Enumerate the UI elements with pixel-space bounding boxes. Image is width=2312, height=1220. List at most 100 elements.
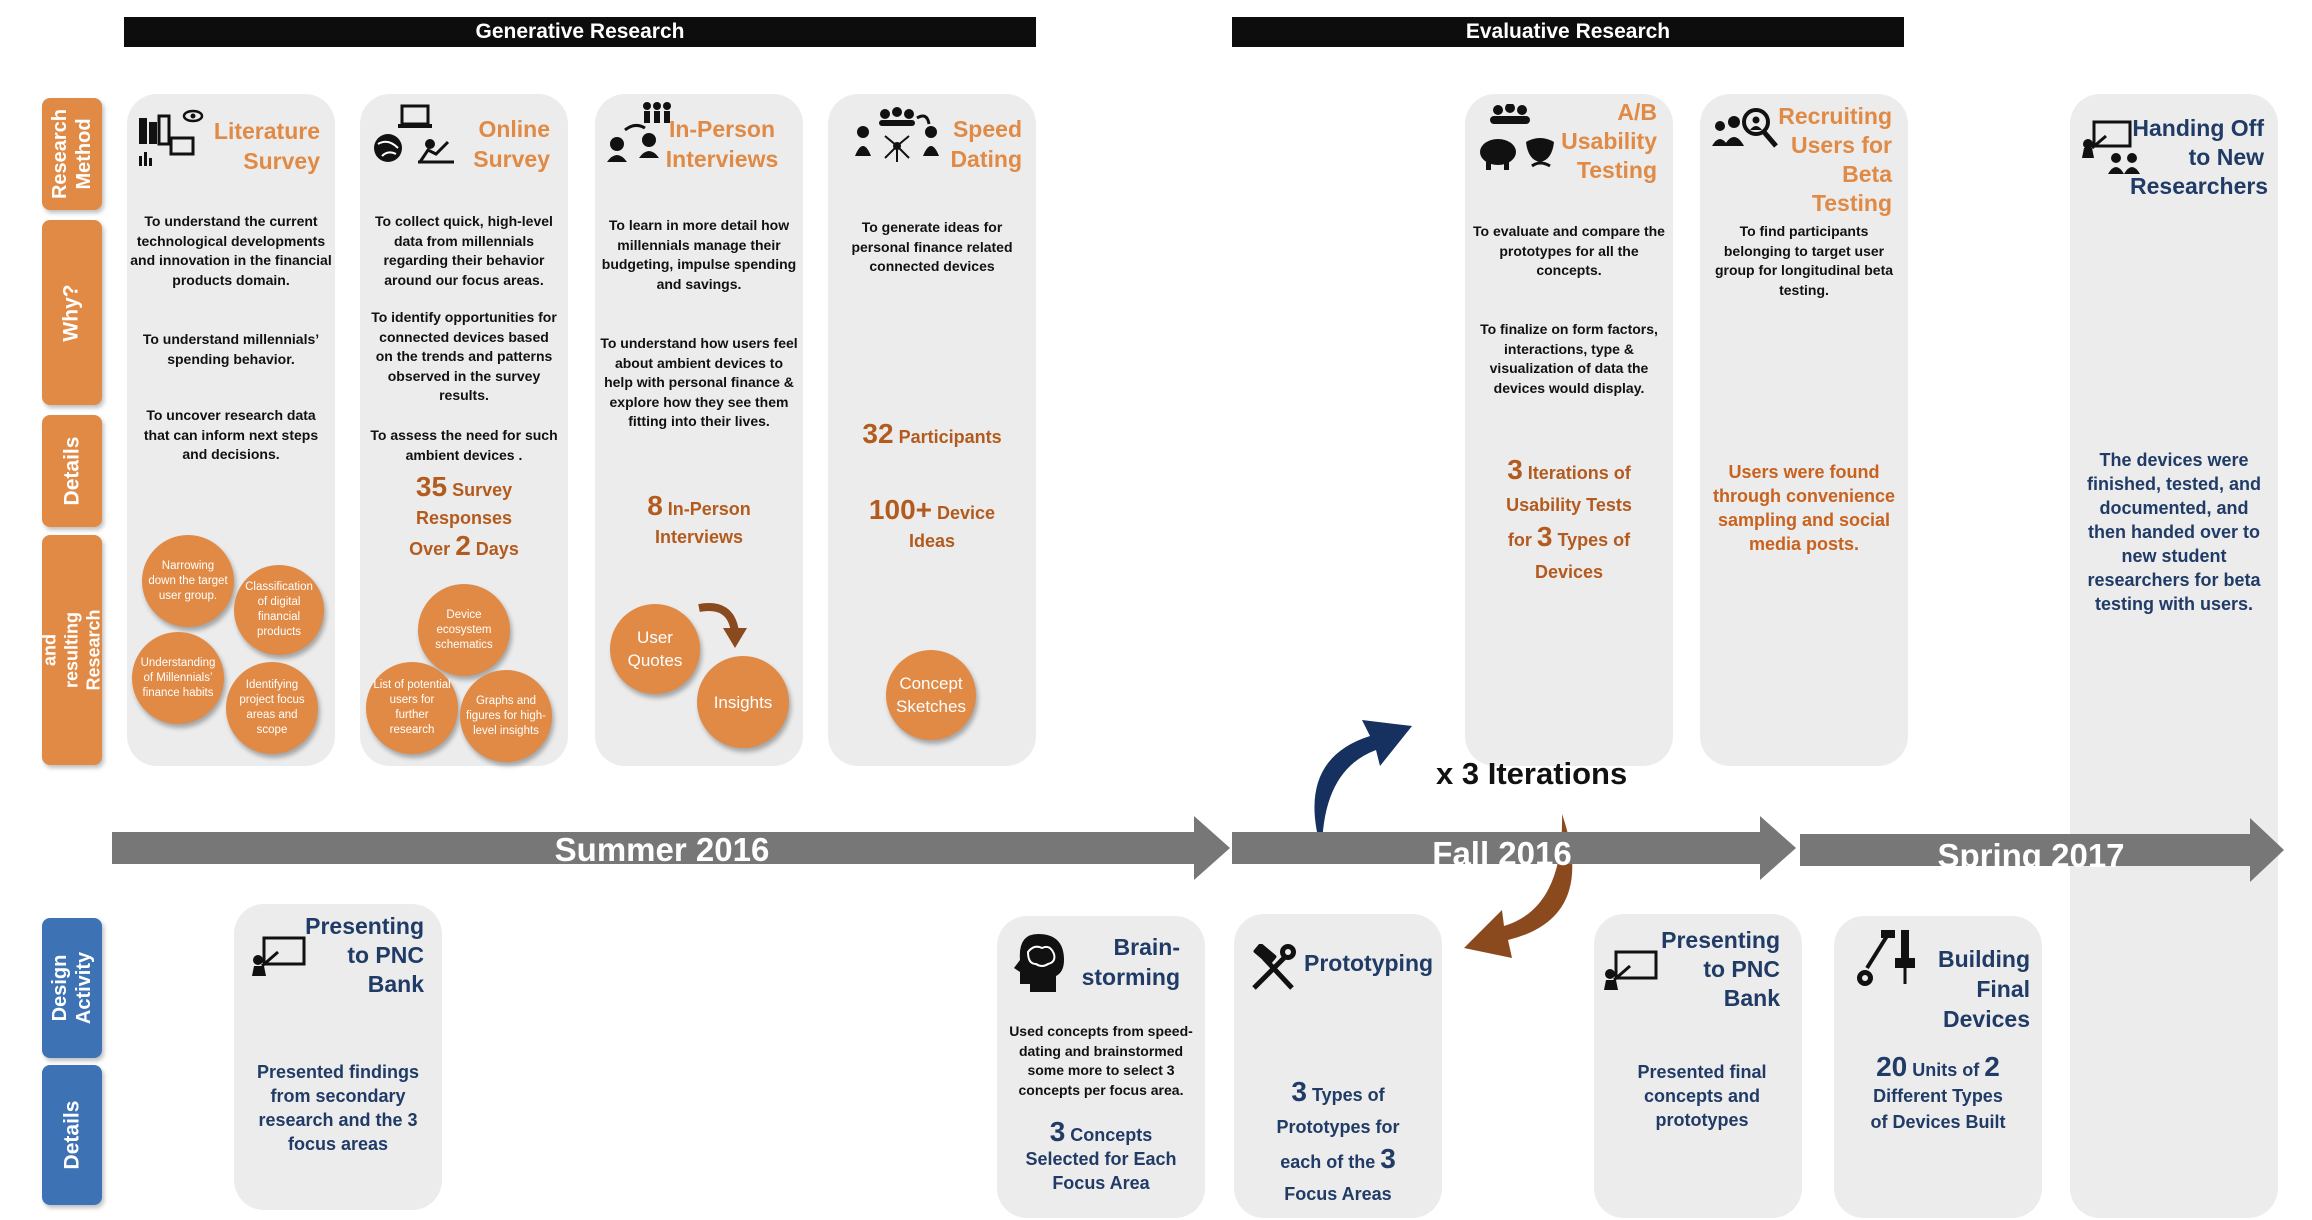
online-stat-b: Responses bbox=[415, 508, 513, 528]
bubble-text: Insights bbox=[713, 692, 773, 712]
presenter-board-group-icon bbox=[2082, 120, 2140, 174]
present1-title-line2: to PNC bbox=[347, 942, 424, 968]
summer-timeline-arrow bbox=[112, 816, 1230, 880]
interviews-stat-num: 8 bbox=[647, 490, 663, 521]
fall-timeline-arrow bbox=[1232, 816, 1796, 880]
ab-title-line3: Testing bbox=[1576, 157, 1657, 183]
recruiting-card bbox=[1700, 94, 1908, 766]
bubble-graphs-figures: Graphs and figures for high-level insigh… bbox=[460, 670, 552, 762]
literature-title-line1: Literature bbox=[213, 118, 320, 144]
literature-title-line2: Survey bbox=[243, 148, 320, 174]
spring-timeline-arrow bbox=[1800, 818, 2284, 882]
recruiting-title-line2: Users for bbox=[1791, 132, 1892, 158]
bubble-narrowing-target: Narrowing down the target user group. bbox=[142, 535, 234, 627]
brainstorm-stat-a: Concepts bbox=[1070, 1125, 1153, 1145]
generative-research-bar: Generative Research bbox=[124, 17, 1036, 47]
ab-stat: 3 Iterations of Usability Tests for 3 Ty… bbox=[1470, 454, 1668, 588]
brainstorming-title: Brain- storming bbox=[1080, 932, 1180, 992]
literature-survey-title: Literature Survey bbox=[200, 116, 320, 176]
interviews-title: In-Person Interviews bbox=[660, 114, 784, 174]
building-stat-num: 20 bbox=[1876, 1051, 1908, 1082]
ab-why-1: To evaluate and compare the prototypes f… bbox=[1473, 223, 1665, 278]
speed-why-1: To generate ideas for personal finance r… bbox=[851, 219, 1013, 274]
row-tab-details-bottom: Details bbox=[42, 1065, 102, 1205]
brainstorm-title-line1: Brain- bbox=[1113, 934, 1180, 960]
ab-title-line1: A/B bbox=[1617, 99, 1657, 125]
row-tab-details: Details bbox=[42, 415, 102, 527]
ab-stat-e: Devices bbox=[1534, 562, 1604, 582]
building-stat: 20 Units of 2 Different Types of Devices… bbox=[1840, 1051, 2036, 1135]
speed-title-line1: Speed bbox=[952, 116, 1022, 142]
literature-why-1: To understand the current technological … bbox=[130, 213, 332, 288]
tools-gear-drill-icon bbox=[1857, 930, 1915, 986]
bubble-text: List of potential users for further rese… bbox=[373, 679, 451, 736]
literature-why-2: To understand millennials’ spending beha… bbox=[142, 331, 320, 367]
present-pnc-1-detail: Presented findings from secondary resear… bbox=[256, 1062, 420, 1154]
building-stat-line1: 20 Units of 2 bbox=[1840, 1051, 2036, 1083]
present-pnc-card-2 bbox=[1594, 914, 1802, 1218]
present2-title-line3: Bank bbox=[1723, 985, 1780, 1011]
interviews-why-2: To understand how users feel about ambie… bbox=[600, 335, 798, 429]
row-tab-synthesis: Synthesis and resulting Research Artifac… bbox=[18, 535, 126, 765]
online-why-3: To assess the need for such ambient devi… bbox=[370, 427, 558, 463]
speed-stat2-b: Ideas bbox=[908, 531, 956, 551]
bubble-understanding-habits: Understanding of Millennials’ finance ha… bbox=[132, 632, 224, 724]
handoff-card bbox=[2070, 94, 2278, 1218]
bubble-user-quotes: User Quotes bbox=[610, 604, 700, 694]
online-why-2: To identify opportunities for connected … bbox=[371, 309, 557, 403]
ab-stat-line3: for 3 Types of bbox=[1470, 521, 1668, 556]
speed-stat1-num: 32 bbox=[862, 418, 894, 449]
handoff-title-line3: Researchers bbox=[2130, 173, 2269, 199]
iterations-label: x 3 Iterations bbox=[1436, 756, 1628, 791]
proto-stat-a: Types of bbox=[1311, 1085, 1385, 1105]
presenter-board-icon bbox=[1604, 950, 1658, 990]
row-label-why: Why? bbox=[60, 283, 83, 342]
interviews-stat-line1: 8 In-Person bbox=[600, 492, 798, 523]
proto-stat-line1: 3 Types of bbox=[1240, 1076, 1436, 1111]
interviews-title-line2: Interviews bbox=[665, 146, 779, 172]
building-title-line1: Building bbox=[1938, 946, 2030, 972]
proto-stat-d: Focus Areas bbox=[1284, 1184, 1392, 1204]
summer-label: Summer 2016 bbox=[554, 831, 770, 868]
ab-stat-c: for bbox=[1507, 530, 1532, 550]
speed-stat2-line1: 100+ Device bbox=[832, 496, 1032, 527]
curved-arrow-icon bbox=[698, 603, 747, 648]
ab-stat-a: Iterations of bbox=[1527, 463, 1631, 483]
building-title: Building Final Devices bbox=[1900, 944, 2030, 1034]
bubble-text: Classification of digital financial prod… bbox=[245, 581, 313, 638]
interviews-why-1: To learn in more detail how millennials … bbox=[601, 217, 797, 292]
handoff-title: Handing Off to New Researchers bbox=[2130, 114, 2269, 201]
head-brain-icon bbox=[1014, 934, 1064, 992]
bubble-insights: Insights bbox=[697, 656, 789, 748]
building-title-line2: Final Devices bbox=[1943, 976, 2030, 1032]
fall-label: Fall 2016 bbox=[1432, 835, 1572, 872]
brainstorming-stat: 3 Concepts Selected for Each Focus Area bbox=[1004, 1118, 1198, 1195]
speed-stat2-num: 100+ bbox=[868, 494, 932, 525]
literature-why-3: To uncover research data that can inform… bbox=[143, 407, 319, 462]
speed-title-line2: Dating bbox=[950, 146, 1022, 172]
evaluative-research-bar: Evaluative Research bbox=[1232, 17, 1904, 47]
bubble-text: Identifying project focus areas and scop… bbox=[239, 679, 305, 736]
ab-stat-line1: 3 Iterations of bbox=[1470, 454, 1668, 489]
ab-why-2: To finalize on form factors, interaction… bbox=[1480, 321, 1658, 396]
ab-stat-b: Usability Tests bbox=[1506, 495, 1632, 515]
ab-stat-num: 3 bbox=[1507, 454, 1523, 485]
online-why-1: To collect quick, high-level data from m… bbox=[375, 213, 553, 288]
building-stat-c: of Devices Built bbox=[1870, 1112, 2006, 1132]
generative-research-label: Generative Research bbox=[475, 20, 685, 43]
recruiting-why-1: To find participants belonging to target… bbox=[1714, 223, 1894, 298]
bubble-classification: Classification of digital financial prod… bbox=[234, 565, 324, 655]
online-stat-line1: 35 Survey bbox=[362, 473, 566, 504]
interviews-title-line1: In-Person bbox=[668, 116, 776, 142]
proto-stat-b: Prototypes for bbox=[1276, 1117, 1400, 1137]
bubble-text: Understanding of Millennials’ finance ha… bbox=[140, 656, 216, 699]
present2-title-line2: to PNC bbox=[1703, 956, 1780, 982]
prototyping-title: Prototyping bbox=[1304, 950, 1434, 976]
speed-stat2-a: Device bbox=[937, 503, 996, 523]
speed-stat-2: 100+ Device Ideas bbox=[832, 496, 1032, 555]
brainstorm-stat-b: Selected for Each bbox=[1025, 1149, 1177, 1169]
present-pnc-2-title: Presenting to PNC Bank bbox=[1656, 926, 1780, 1013]
recruiting-detail: Users were found through convenience sam… bbox=[1712, 462, 1896, 554]
proto-stat-line3: each of the 3 bbox=[1240, 1143, 1436, 1178]
hammer-wrench-icon bbox=[1252, 944, 1296, 990]
